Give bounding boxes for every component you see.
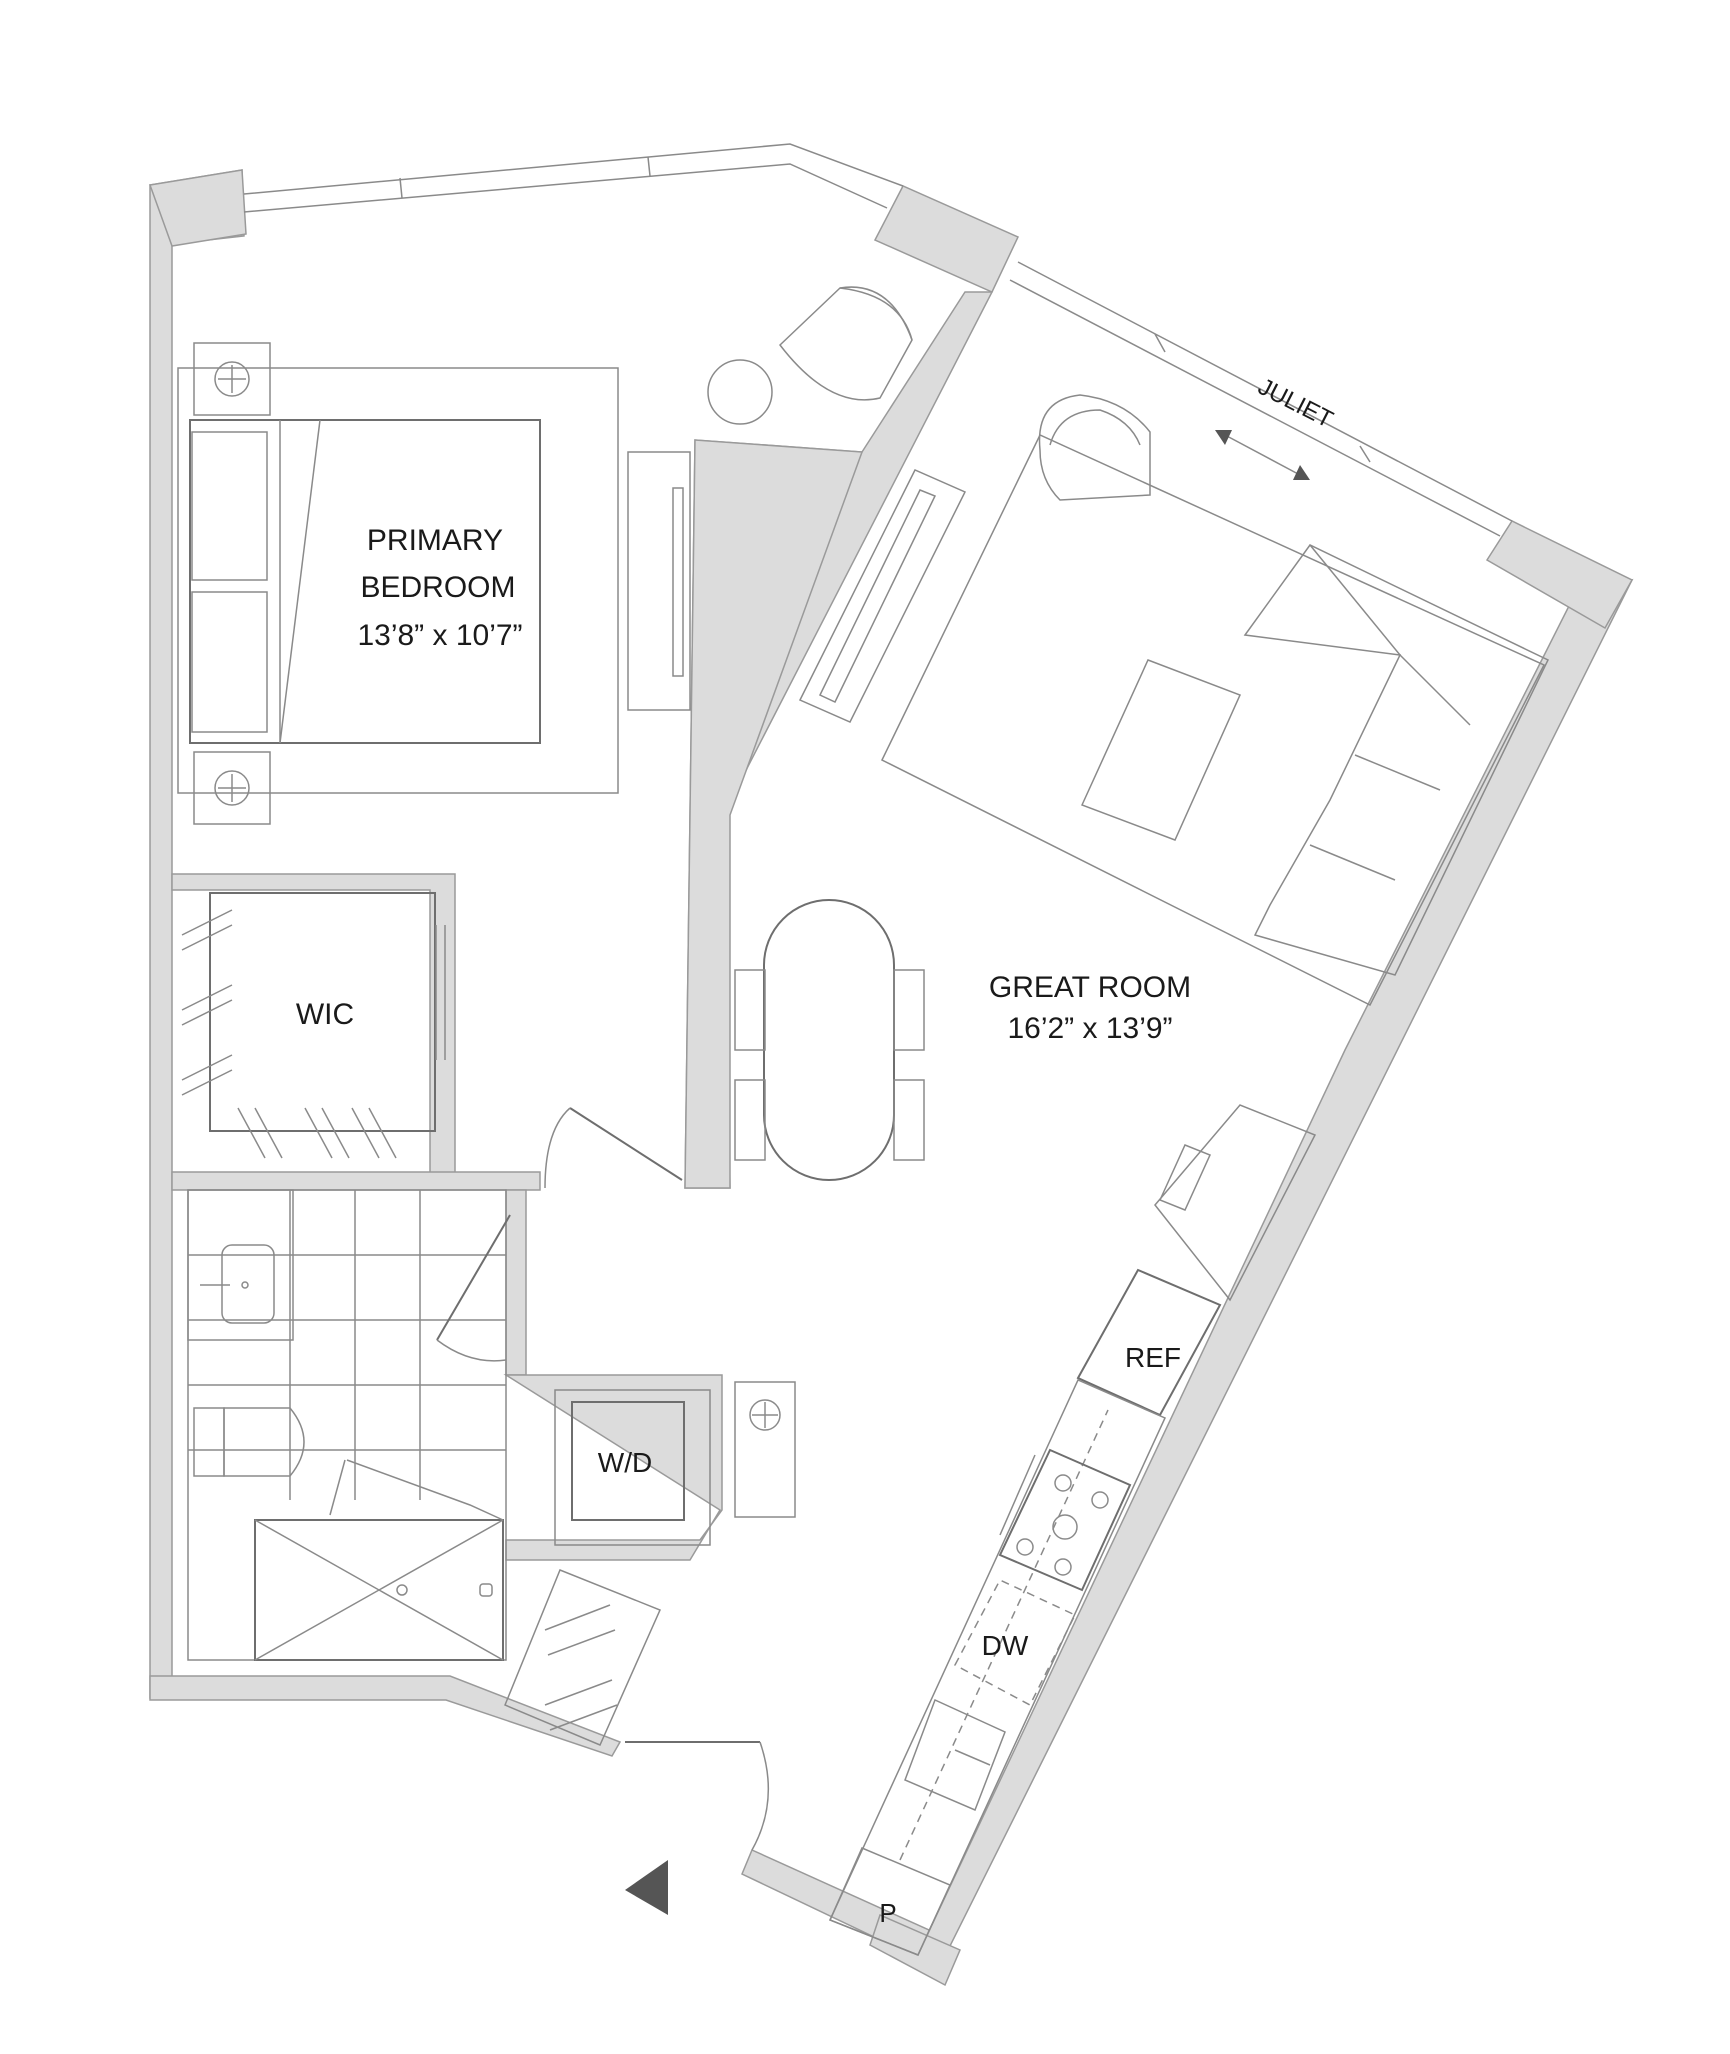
great-room-name: GREAT ROOM: [989, 971, 1191, 1004]
coffee-table: [1080, 659, 1242, 841]
toilet: [193, 1407, 305, 1477]
entry-arrow-icon: [625, 1860, 668, 1915]
nightstand-lamp-bottom: [193, 751, 271, 825]
bath-door: [436, 1214, 511, 1362]
shower: [254, 1459, 504, 1661]
closet-rod-bottom: [237, 1107, 397, 1159]
juliet-label: JULIET: [1254, 373, 1338, 434]
pantry-label: P: [879, 1898, 896, 1928]
kitchen-sink: [904, 1698, 1006, 1811]
entry-door: [625, 1741, 770, 1851]
sectional-sofa: [1243, 544, 1550, 976]
desk-chair: [1154, 1104, 1317, 1302]
great-room-dims: 16’2” x 13’9”: [1007, 1012, 1172, 1045]
top-windows: [243, 143, 1513, 537]
coat-closet: [504, 1569, 662, 1746]
interior-walls: [171, 291, 994, 1561]
bath-vanity-sink: [187, 1189, 294, 1341]
exterior-walls: [148, 169, 1634, 1987]
bedroom-door: [544, 1107, 683, 1189]
pantry: [828, 1847, 952, 1956]
bed: [177, 367, 619, 794]
living-chair: [1038, 394, 1151, 501]
dresser: [627, 451, 691, 711]
walk-in-closet: [181, 892, 446, 1159]
bedroom-armchair: [707, 286, 913, 425]
nightstand-lamp-top: [193, 342, 271, 416]
juliet-arrow-icon: [1215, 430, 1310, 480]
dishwasher-label: DW: [982, 1630, 1029, 1661]
washer-dryer-label: W/D: [598, 1447, 652, 1478]
area-rug: [881, 434, 1546, 1007]
refrigerator: [1076, 1268, 1222, 1417]
console-table: [798, 469, 967, 723]
bathroom: [187, 1189, 507, 1661]
entry-table-lamp: [734, 1381, 796, 1518]
kitchen-counter: [828, 1379, 1167, 1956]
closet-rod-left: [181, 909, 233, 1096]
primary-bedroom-name-line2: BEDROOM: [360, 571, 515, 604]
primary-bedroom-dims: 13’8” x 10’7”: [357, 619, 522, 652]
wic-label: WIC: [296, 998, 354, 1031]
dining-table: [734, 899, 925, 1181]
washer-dryer-closet: [554, 1389, 711, 1546]
primary-bedroom-name-line1: PRIMARY: [367, 524, 503, 557]
refrigerator-label: REF: [1125, 1342, 1181, 1373]
cooktop: [998, 1448, 1132, 1592]
